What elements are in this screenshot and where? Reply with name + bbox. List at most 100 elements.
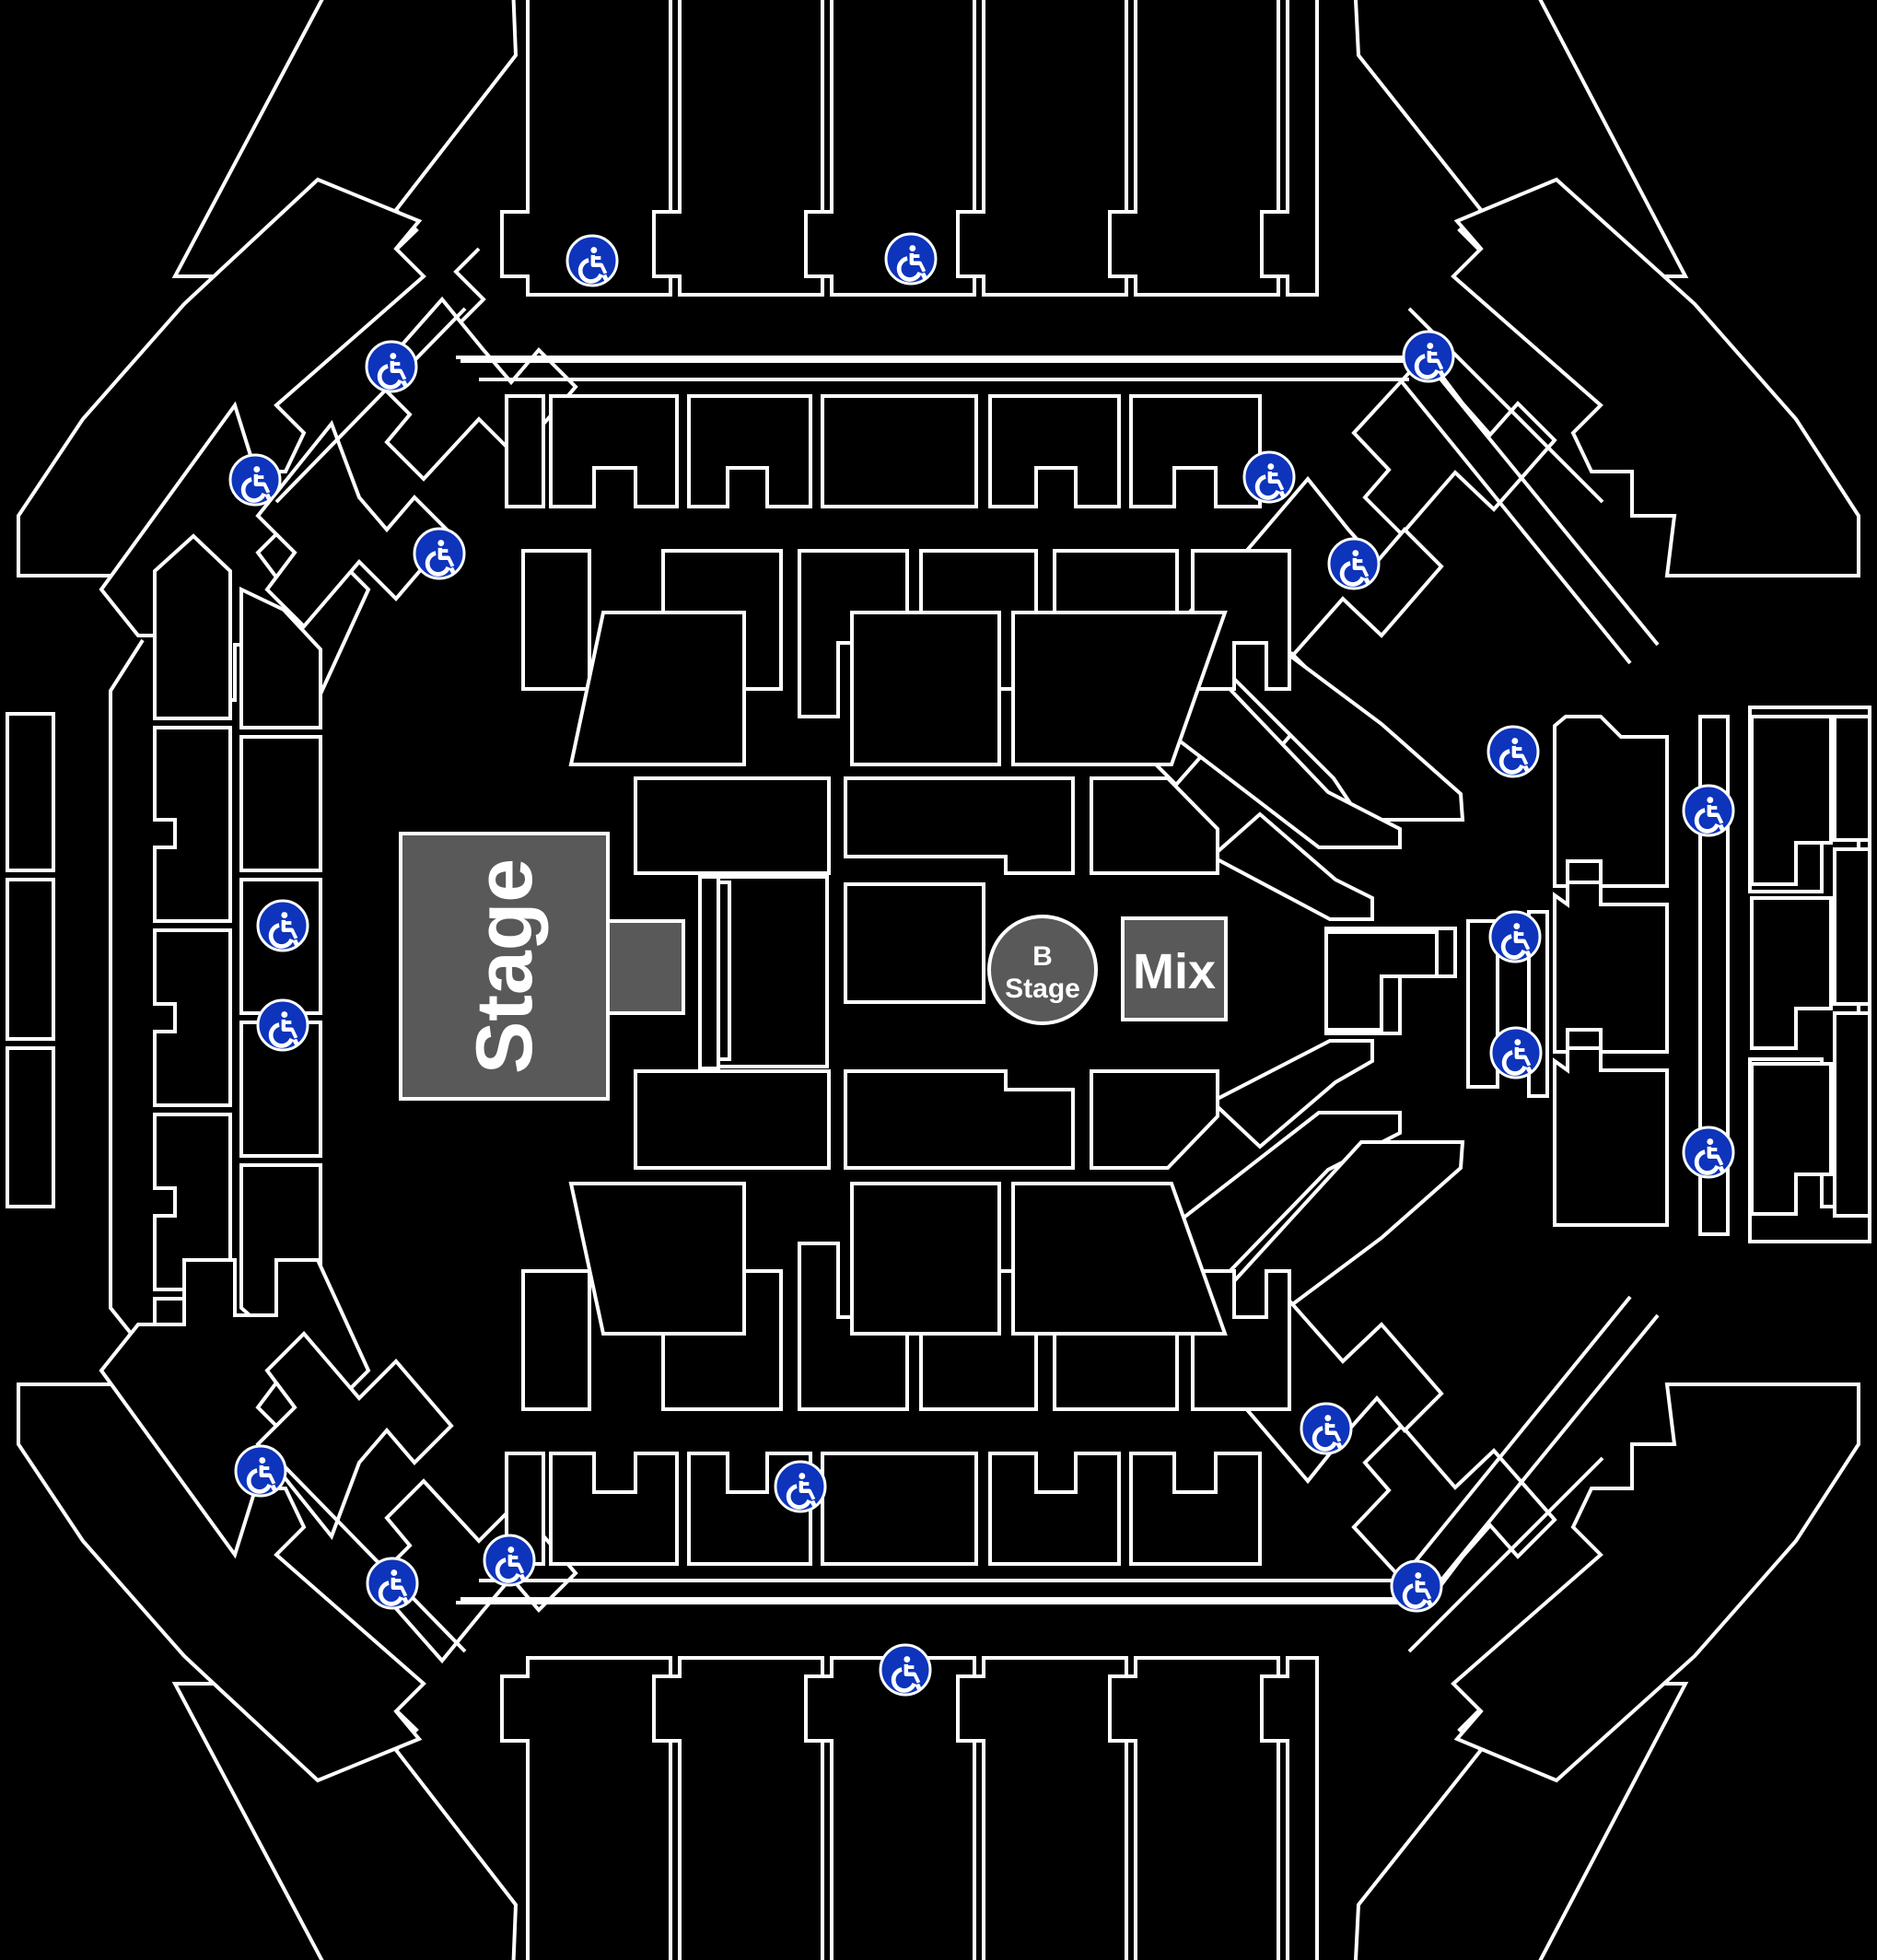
section-upper-e5[interactable] xyxy=(1750,1062,1833,1216)
section-100-n2[interactable] xyxy=(687,394,812,508)
section-upper-sw4[interactable] xyxy=(255,1331,454,1540)
upper-bowl-east-outer[interactable] xyxy=(1698,706,1871,1243)
section-low-e1[interactable] xyxy=(1553,715,1669,888)
wheelchair-accessible-icon[interactable] xyxy=(1242,450,1296,504)
wheelchair-glyph xyxy=(268,912,299,949)
wheelchair-glyph xyxy=(1312,1415,1343,1452)
section-upper-w1[interactable] xyxy=(6,712,55,872)
floor-section-c3[interactable] xyxy=(698,875,720,1070)
walkway-se-diagonal xyxy=(1407,1456,1604,1653)
wheelchair-accessible-icon[interactable] xyxy=(256,998,309,1052)
section-upper-e6[interactable] xyxy=(1833,715,1871,842)
mix-group[interactable]: Mix xyxy=(1121,916,1228,1021)
section-upper-w2[interactable] xyxy=(6,878,55,1041)
wheelchair-accessible-icon[interactable] xyxy=(365,340,418,393)
section-low-e-col1[interactable] xyxy=(1466,919,1499,1089)
section-low-e2[interactable] xyxy=(1553,881,1669,1054)
wheelchair-accessible-icon[interactable] xyxy=(884,232,938,286)
floor-section-a2[interactable] xyxy=(850,611,1001,766)
section-upper-e7[interactable] xyxy=(1833,847,1871,1006)
floor-sections[interactable] xyxy=(568,611,1228,1336)
section-low-w1[interactable] xyxy=(239,586,322,729)
floor-section-d3[interactable] xyxy=(1090,1069,1219,1170)
wheelchair-accessible-icon[interactable] xyxy=(1682,784,1735,837)
floor-section-e1[interactable] xyxy=(568,1182,746,1336)
section-mid-w2[interactable] xyxy=(153,928,232,1107)
wheelchair-glyph xyxy=(1500,923,1532,960)
section-100-s1[interactable] xyxy=(549,1452,679,1566)
wheelchair-glyph xyxy=(1501,1039,1533,1076)
accessible-seating-layer[interactable] xyxy=(228,232,1735,1697)
section-low-e3[interactable] xyxy=(1553,1046,1669,1227)
wheelchair-accessible-icon[interactable] xyxy=(1489,1026,1543,1079)
wheelchair-glyph xyxy=(1694,797,1725,834)
stage-group[interactable]: Stage xyxy=(399,832,685,1101)
floor-section-a1[interactable] xyxy=(568,611,746,766)
wheelchair-accessible-icon[interactable] xyxy=(1390,1559,1443,1613)
section-100-n4[interactable] xyxy=(988,394,1121,508)
upper-bowl-north[interactable] xyxy=(500,0,1319,297)
wheelchair-accessible-icon[interactable] xyxy=(1300,1402,1353,1455)
section-100-s5[interactable] xyxy=(1129,1452,1262,1566)
section-100-n0[interactable] xyxy=(505,394,545,508)
section-100-n3[interactable] xyxy=(821,394,978,508)
floor-section-b1[interactable] xyxy=(634,776,831,875)
wheelchair-accessible-icon[interactable] xyxy=(1327,537,1381,590)
wheelchair-accessible-icon[interactable] xyxy=(234,1444,287,1498)
wheelchair-accessible-icon[interactable] xyxy=(1486,725,1540,778)
b-stage-group[interactable]: B Stage xyxy=(987,915,1098,1025)
wheelchair-accessible-icon[interactable] xyxy=(774,1460,827,1513)
section-100-m6[interactable] xyxy=(1191,549,1291,691)
floor-section-b2[interactable] xyxy=(844,776,1075,875)
upper-bowl-south[interactable] xyxy=(500,1656,1319,1960)
wheelchair-accessible-icon[interactable] xyxy=(366,1557,419,1610)
wheelchair-accessible-icon[interactable] xyxy=(1488,910,1542,963)
b-stage-circle[interactable] xyxy=(987,915,1098,1025)
section-100-n1[interactable] xyxy=(549,394,679,508)
section-mid-w3[interactable] xyxy=(153,1113,232,1291)
wheelchair-accessible-icon[interactable] xyxy=(228,453,282,507)
section-100-n5[interactable] xyxy=(1129,394,1262,508)
lower-bowl-west[interactable] xyxy=(239,586,322,1349)
section-100-s3[interactable] xyxy=(821,1452,978,1566)
lower-bowl-east[interactable] xyxy=(1466,715,1669,1227)
section-upper-w3[interactable] xyxy=(6,1046,55,1208)
wheelchair-accessible-icon[interactable] xyxy=(1682,1126,1735,1179)
wheelchair-accessible-icon[interactable] xyxy=(413,527,466,580)
section-upper-n6[interactable] xyxy=(1260,0,1319,297)
floor-section-a3[interactable] xyxy=(1011,611,1228,766)
section-upper-se2[interactable] xyxy=(1451,1382,1860,1783)
wheelchair-accessible-icon[interactable] xyxy=(1402,330,1455,383)
stage-block[interactable] xyxy=(399,832,610,1101)
wheelchair-accessible-icon[interactable] xyxy=(565,234,619,287)
upper-bowl-west-outer[interactable] xyxy=(6,712,55,1208)
wheelchair-accessible-icon[interactable] xyxy=(256,899,309,952)
section-upper-e3[interactable] xyxy=(1750,715,1833,886)
section-fan-e-mid2[interactable] xyxy=(1324,930,1439,1032)
stage-thrust[interactable] xyxy=(606,919,685,1015)
section-upper-nw4[interactable] xyxy=(255,420,454,629)
floor-section-e2[interactable] xyxy=(850,1182,1001,1336)
wheelchair-accessible-icon[interactable] xyxy=(483,1534,536,1587)
section-fan-se1[interactable] xyxy=(1208,1039,1374,1149)
floor-section-d2[interactable] xyxy=(844,1069,1075,1170)
wheelchair-glyph xyxy=(1498,738,1530,775)
section-low-w2[interactable] xyxy=(239,735,322,872)
mix-block[interactable] xyxy=(1121,916,1228,1021)
floor-section-e3[interactable] xyxy=(1011,1182,1228,1336)
section-upper-e4[interactable] xyxy=(1750,896,1833,1050)
section-mid-w1[interactable] xyxy=(153,726,232,923)
section-upper-e1[interactable] xyxy=(1698,715,1730,1236)
floor-section-b3[interactable] xyxy=(1090,776,1219,875)
section-upper-e8[interactable] xyxy=(1833,1011,1871,1218)
floor-section-d1[interactable] xyxy=(634,1069,831,1170)
section-upper-s6[interactable] xyxy=(1260,1656,1319,1960)
section-mid-w0[interactable] xyxy=(153,533,232,720)
floor-section-c2[interactable] xyxy=(844,882,985,1004)
section-upper-ne2[interactable] xyxy=(1451,177,1860,578)
inner-ring-south[interactable] xyxy=(461,1242,1418,1601)
wheelchair-accessible-icon[interactable] xyxy=(879,1643,932,1697)
section-100-s4[interactable] xyxy=(988,1452,1121,1566)
